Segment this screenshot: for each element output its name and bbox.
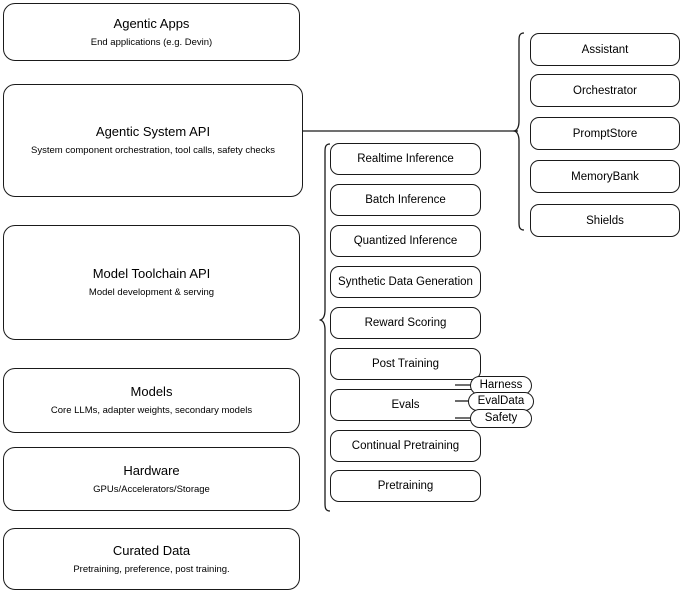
system-item-memorybank[interactable]: MemoryBank xyxy=(530,160,680,193)
toolchain-item-quantized-inference[interactable]: Quantized Inference xyxy=(330,225,481,257)
toolchain-item-label: Synthetic Data Generation xyxy=(338,276,473,288)
layer-subtitle: Pretraining, preference, post training. xyxy=(73,563,230,575)
evals-annotation-label: Safety xyxy=(484,412,518,424)
system-item-label: Assistant xyxy=(581,43,629,56)
brace-system-components xyxy=(513,32,525,231)
layer-subtitle: Model development & serving xyxy=(88,287,215,298)
brace-toolchain-items xyxy=(319,143,331,512)
layer-subtitle: GPUs/Accelerators/Storage xyxy=(93,483,210,495)
system-item-orchestrator[interactable]: Orchestrator xyxy=(530,74,680,107)
layer-title: Model Toolchain API xyxy=(92,266,211,281)
toolchain-item-label: Pretraining xyxy=(377,480,434,492)
toolchain-item-evals[interactable]: Evals xyxy=(330,389,481,421)
toolchain-item-label: Realtime Inference xyxy=(357,153,454,165)
toolchain-item-pretraining[interactable]: Pretraining xyxy=(330,470,481,502)
layer-subtitle: System component orchestration, tool cal… xyxy=(31,145,275,156)
toolchain-item-label: Continual Pretraining xyxy=(351,440,460,452)
toolchain-item-realtime-inference[interactable]: Realtime Inference xyxy=(330,143,481,175)
toolchain-item-label: Batch Inference xyxy=(365,194,446,206)
evals-annotation-safety[interactable]: Safety xyxy=(470,409,532,428)
system-item-label: PromptStore xyxy=(572,127,638,140)
system-item-shields[interactable]: Shields xyxy=(530,204,680,237)
layer-subtitle: Core LLMs, adapter weights, secondary mo… xyxy=(50,405,253,416)
toolchain-item-label: Post Training xyxy=(371,358,440,370)
layer-title: Curated Data xyxy=(112,542,191,558)
toolchain-item-label: Evals xyxy=(391,399,420,411)
layer-title: Models xyxy=(130,384,173,399)
layer-box-curated-data[interactable]: Curated Data Pretraining, preference, po… xyxy=(3,528,300,590)
system-item-promptstore[interactable]: PromptStore xyxy=(530,117,680,150)
system-item-label: MemoryBank xyxy=(571,170,639,183)
toolchain-item-batch-inference[interactable]: Batch Inference xyxy=(330,184,481,216)
evals-annotation-label: Harness xyxy=(479,379,523,391)
layer-box-model-toolchain-api[interactable]: Model Toolchain API Model development & … xyxy=(3,225,300,340)
toolchain-item-continual-pretraining[interactable]: Continual Pretraining xyxy=(330,430,481,462)
layer-box-agentic-system-api[interactable]: Agentic System API System component orch… xyxy=(3,84,303,197)
toolchain-item-synthetic-data-generation[interactable]: Synthetic Data Generation xyxy=(330,266,481,298)
layer-title: Agentic System API xyxy=(95,124,211,139)
layer-box-models[interactable]: Models Core LLMs, adapter weights, secon… xyxy=(3,368,300,433)
system-item-assistant[interactable]: Assistant xyxy=(530,33,680,66)
toolchain-item-label: Reward Scoring xyxy=(364,317,447,329)
toolchain-item-reward-scoring[interactable]: Reward Scoring xyxy=(330,307,481,339)
layer-subtitle: End applications (e.g. Devin) xyxy=(90,36,213,48)
layer-box-agentic-apps[interactable]: Agentic Apps End applications (e.g. Devi… xyxy=(3,3,300,61)
toolchain-item-label: Quantized Inference xyxy=(353,235,458,247)
layer-title: Hardware xyxy=(123,462,180,478)
toolchain-item-post-training[interactable]: Post Training xyxy=(330,348,481,380)
evals-annotation-label: EvalData xyxy=(477,395,525,407)
system-item-label: Shields xyxy=(586,214,624,227)
layer-title: Agentic Apps xyxy=(113,15,190,31)
layer-box-hardware[interactable]: Hardware GPUs/Accelerators/Storage xyxy=(3,447,300,511)
system-item-label: Orchestrator xyxy=(573,84,637,97)
